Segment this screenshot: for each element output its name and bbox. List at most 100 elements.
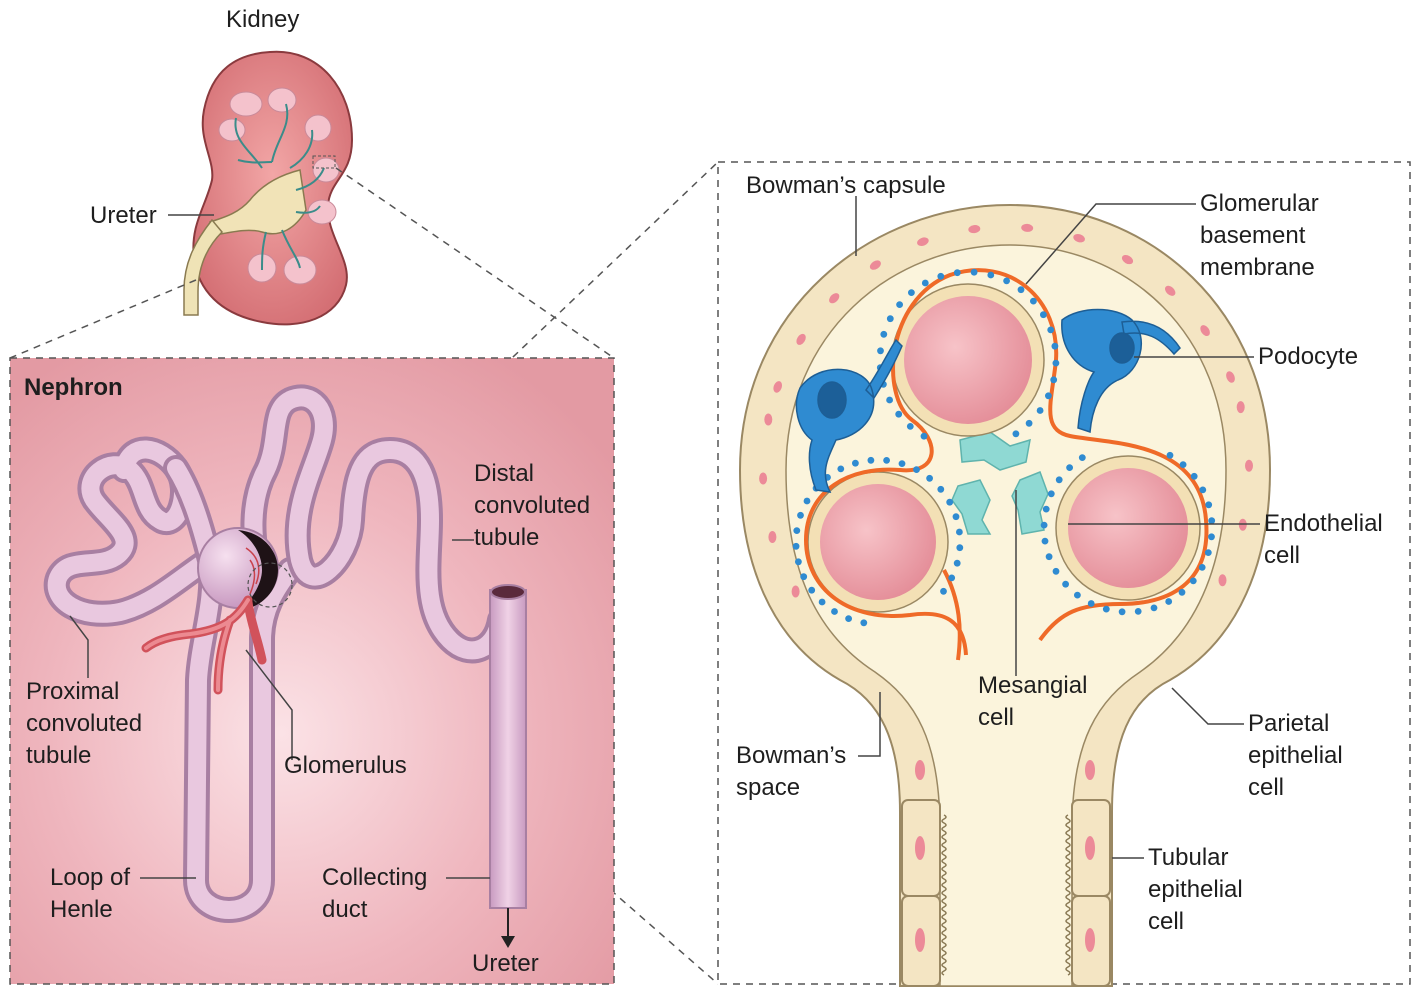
parietal-cell-nucleus [1218,574,1227,587]
tubular-line-3: cell [1148,908,1185,935]
foot-process [837,465,845,473]
foot-process [1074,591,1081,599]
foot-process [1052,359,1060,367]
parietal-cell-nucleus [768,531,777,543]
mesangial-cell [1011,471,1049,535]
foot-process [1047,490,1055,498]
foot-process [1012,430,1020,438]
pyramid [229,91,263,117]
parietal-cell-nucleus [829,293,840,304]
foot-process [845,615,852,622]
parietal-cell-nucleus [1165,285,1176,296]
foot-process [1047,326,1055,334]
podocyte-foot-processes [792,268,1216,627]
foot-process [920,432,928,440]
parietal-cell-nucleus [1245,459,1253,472]
mesangial-cells [951,431,1049,535]
kidney-zoom-box [312,155,336,169]
foot-process [1051,342,1059,350]
collecting-duct [489,589,527,909]
foot-process [1118,608,1126,616]
foot-process [1166,451,1174,459]
foot-process [1052,567,1060,575]
gbm-label: Glomerular basement membrane [1200,188,1319,284]
foot-process [1042,505,1050,513]
foot-process [913,466,920,473]
foot-process [883,457,890,464]
kidney-ureter-label: Ureter [90,202,157,229]
foot-process [921,279,929,287]
foot-process [1045,553,1053,561]
gbm-line-1: Glomerular [1200,190,1319,217]
podocyte-left [795,338,903,493]
foot-process [937,485,945,493]
loop-label: Loop of Henle [50,862,130,926]
leader-gbm [1025,203,1196,285]
foot-process [908,289,915,296]
leader-glomerulus [245,649,293,760]
loop-line-2: Henle [50,896,113,923]
renal-vessel [295,167,325,191]
parietal-cell-nucleus [764,413,773,426]
parietal-cell-nucleus [791,585,800,598]
parietal-cell-nucleus [796,333,806,345]
gbm-line-3: membrane [1200,254,1315,281]
foot-process [1040,311,1047,319]
foot-process [1208,517,1216,525]
foot-process [946,498,954,506]
renal-vessel [271,103,289,163]
foot-process [1190,472,1198,480]
foot-process [1062,580,1069,588]
foot-process [880,330,888,338]
foot-process [793,527,801,534]
foot-process [867,456,875,464]
collecting-line-2: duct [322,896,368,923]
foot-process [1017,286,1025,294]
bowmans-space-fill [785,244,1227,987]
foot-process [1150,604,1158,612]
glomerulus-dark [238,530,278,610]
foot-process [1050,376,1058,384]
foot-process [1102,605,1110,613]
foot-process [795,558,802,566]
distal-line-3: tubule [474,524,540,551]
nephron-zoom-marker [247,562,293,608]
foot-process [1003,277,1010,285]
distal-label: Distal convoluted tubule [474,458,590,554]
capillaries [807,283,1201,613]
glomerulus-detail-panel [717,161,1411,987]
foot-process [831,608,838,615]
bowmans-capsule-label: Bowman’s capsule [746,172,946,199]
renal-vessel [281,229,301,269]
foot-process [886,315,894,323]
loop-line-1: Loop of [50,864,131,891]
foot-process [956,544,964,552]
foot-process [1040,521,1048,529]
foot-process [1165,598,1173,605]
foot-process [1055,476,1063,484]
podocyte-right [1061,308,1181,434]
renal-vessel [295,205,321,214]
kidney-illustration [168,50,354,326]
leader-bowmans-space [858,692,881,757]
foot-process [906,423,914,430]
distal-line-1: Distal [474,460,535,487]
distal-tubule [244,388,509,660]
proximal-label: Proximal convoluted tubule [26,676,142,772]
foot-process [926,474,933,482]
connector-kidney-nephron-right [335,167,615,359]
foot-process [1041,537,1049,545]
parietal-cell-nucleus [1236,401,1245,414]
foot-process [877,347,884,355]
proximal-line-3: tubule [26,742,92,769]
distal-line-2: convoluted [474,492,591,519]
pyramid [304,114,332,142]
foot-process [987,271,995,279]
foot-process [1036,407,1044,414]
foot-process [1045,392,1052,400]
foot-process [800,573,808,581]
tubular-label: Tubular epithelial cell [1148,842,1243,938]
foot-process [952,513,960,521]
collecting-label: Collecting duct [322,862,427,926]
